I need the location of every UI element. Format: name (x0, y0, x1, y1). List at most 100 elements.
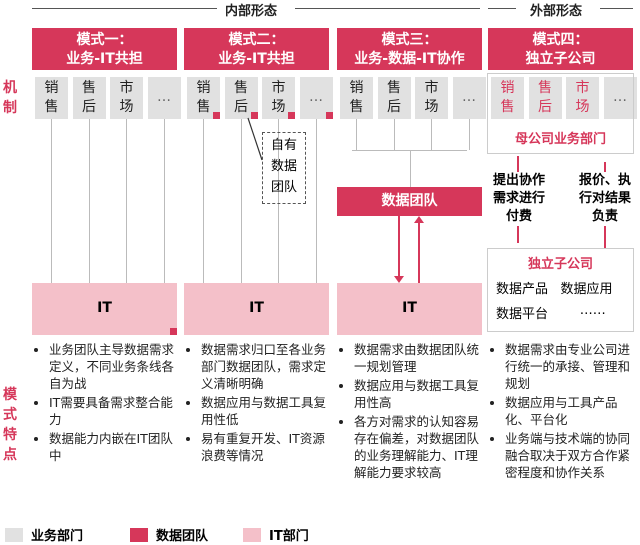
dept-text: 场 (575, 99, 590, 115)
internal-section-label: 内部形态 (225, 4, 278, 19)
dept-text: 售 (500, 99, 515, 115)
dept-box: 售后 (224, 77, 258, 119)
dept-text: 销 (349, 80, 364, 96)
subsidiary-box: 独立子公司 数据产品数据应用数据平台 …… (487, 248, 634, 332)
dept-text: … (157, 89, 171, 105)
legend-business: 业务部门 (5, 525, 83, 544)
down-arrow (398, 216, 400, 280)
connector (468, 119, 470, 150)
feature-item: 易有重复开发、IT资源浪费等情况 (201, 430, 329, 464)
it-box: IT (184, 283, 329, 335)
t: 行对结果 (578, 191, 631, 206)
feature-item: IT需要具备需求整合能力 (49, 394, 177, 428)
subsidiary-item: 数据产品 (496, 282, 549, 297)
up-arrow (418, 222, 420, 283)
dept-text: 后 (538, 99, 552, 115)
divider (600, 8, 633, 9)
feature-item: 各方对需求的认知容易存在偏差，对数据团队的业务理解能力、IT理解能力要求较高 (354, 413, 482, 481)
dept-text: 后 (387, 99, 401, 115)
dept-text: 销 (196, 80, 211, 96)
dept-text: 后 (234, 99, 248, 115)
mode-subtitle: 业务-IT共担 (66, 51, 143, 67)
legend-text: 数据团队 (156, 529, 209, 544)
feature-item: 数据需求归口至各业务部门数据团队，需求定义清晰明确 (201, 341, 329, 392)
dept-text: 场 (119, 99, 134, 115)
data-team-marker (170, 328, 177, 335)
connector (240, 119, 242, 283)
connector (88, 119, 90, 283)
dept-text: 售 (387, 80, 401, 96)
connector (431, 119, 432, 150)
dept-text: 市 (424, 80, 439, 96)
legend-it: IT部门 (243, 525, 309, 544)
dept-box: 销售 (35, 77, 68, 119)
own-data-team-box: 自有数据团队 (262, 132, 306, 204)
quote-responsibility-text: 报价、执行对结果负责 (570, 172, 640, 226)
swatch (5, 527, 23, 542)
data-team-box: 数据团队 (337, 187, 482, 216)
feature-item: 数据应用与工具产品化、平台化 (505, 394, 633, 428)
own-team-text: 自有 (270, 138, 297, 153)
mode-title: 模式三： (381, 32, 438, 48)
mode-4-features: 数据需求由专业公司进行统一的承接、管理和规划数据应用与工具产品化、平台化业务端与… (491, 341, 633, 483)
dept-box: 市场 (110, 77, 143, 119)
connector-line (247, 117, 263, 161)
divider (488, 8, 516, 9)
own-team-text: 数据 (270, 159, 297, 174)
subsidiary-item: …… (579, 303, 606, 318)
dept-box: … (147, 77, 181, 119)
parent-dept-label: 母公司业务部门 (514, 132, 606, 147)
t: 需求进行 (492, 191, 545, 206)
mode-subtitle: 业务-数据-IT协作 (354, 51, 465, 67)
dept-text: 场 (424, 99, 439, 115)
dept-box: 销售 (491, 77, 524, 119)
connector (352, 150, 467, 151)
subsidiary-item: 数据应用 (560, 282, 613, 297)
dept-text: 售 (538, 80, 552, 96)
data-team-marker (250, 112, 258, 119)
dept-box: 市场 (566, 77, 599, 119)
connector (356, 119, 357, 150)
dept-box: … (603, 77, 637, 119)
data-team-marker (288, 112, 295, 119)
mode-title: 模式一： (76, 32, 133, 48)
dept-text: 售 (196, 99, 211, 115)
feature-item: 数据需求由数据团队统一规划管理 (354, 341, 482, 375)
arrow-head-icon (394, 276, 404, 283)
dept-box: 市场 (415, 77, 448, 119)
dept-text: 销 (500, 80, 515, 96)
t: 报价、执 (578, 173, 631, 188)
feature-item: 数据能力内嵌在IT团队中 (49, 430, 177, 464)
swatch (243, 527, 261, 542)
mode-1-header: 模式一： 业务-IT共担 (32, 28, 177, 70)
dept-text: … (309, 89, 323, 105)
connector (51, 119, 52, 283)
subsidiary-title: 独立子公司 (527, 257, 593, 272)
dept-text: 市 (119, 80, 134, 96)
dept-box: 销售 (340, 77, 373, 119)
data-team-marker (325, 112, 333, 119)
mode-3-features: 数据需求由数据团队统一规划管理数据应用与数据工具复用性高各方对需求的认知容易存在… (340, 341, 482, 483)
t: 付费 (505, 209, 532, 224)
own-team-text: 团队 (270, 180, 297, 195)
swatch (130, 527, 148, 542)
dept-box: 售后 (377, 77, 411, 119)
dept-text: 售 (82, 80, 96, 96)
subsidiary-item: 数据平台 (496, 307, 549, 322)
legend-data-team: 数据团队 (130, 525, 208, 544)
dept-text: 后 (82, 99, 96, 115)
connector (315, 119, 317, 283)
mode-1-features: 业务团队主导数据需求定义，不同业务条线各自为战IT需要具备需求整合能力数据能力内… (35, 341, 177, 466)
arrow-head-icon (414, 216, 424, 223)
feature-item: 业务团队主导数据需求定义，不同业务条线各自为战 (49, 341, 177, 392)
mode-title: 模式四： (532, 32, 589, 48)
dept-box: … (452, 77, 486, 119)
legend-text: 业务部门 (31, 529, 84, 544)
mode-title: 模式二： (228, 32, 285, 48)
dept-text: 售 (234, 80, 248, 96)
dept-box: … (299, 77, 333, 119)
dept-text: 场 (271, 99, 286, 115)
connector (393, 119, 395, 150)
dept-text: 市 (575, 80, 590, 96)
feature-item: 业务端与技术端的协同融合取决于双方合作紧密程度和协作关系 (505, 430, 633, 481)
